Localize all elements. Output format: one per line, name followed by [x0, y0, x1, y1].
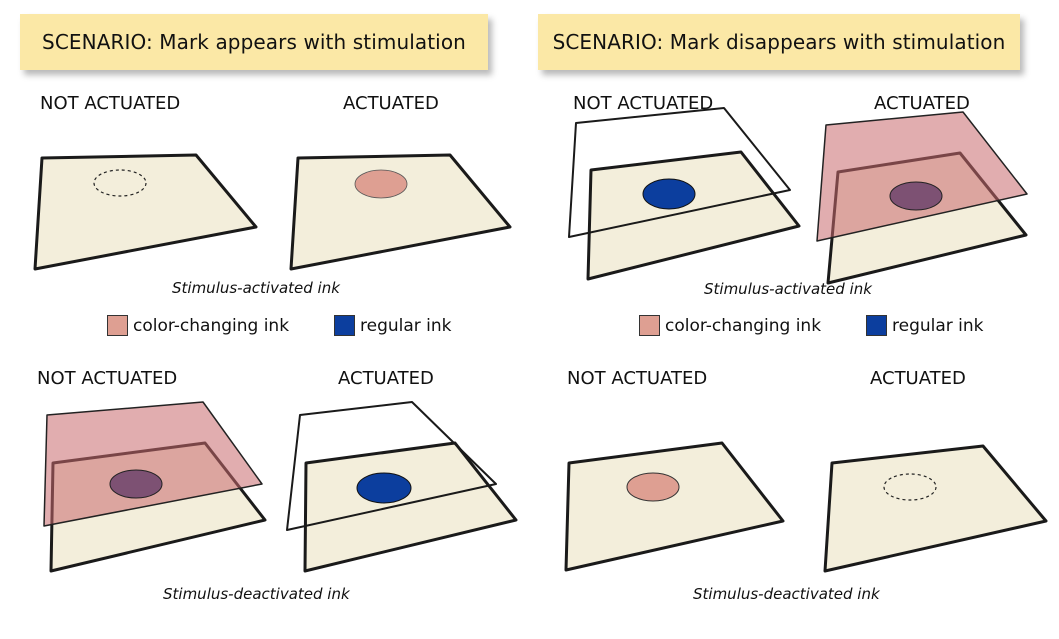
panel-br-actuated: [823, 444, 1048, 573]
legend-color-changing-ink: color-changing ink: [107, 315, 289, 336]
label-actuated: ACTUATED: [874, 93, 970, 114]
blended-mark: [889, 181, 943, 211]
label-actuated: ACTUATED: [343, 93, 439, 114]
paper-sheet: [289, 153, 512, 271]
regular-ink-mark: [356, 472, 412, 504]
hidden-mark-outline: [883, 473, 937, 501]
legend-regular-ink: regular ink: [334, 315, 452, 336]
panel-bl-not-actuated: [43, 401, 267, 573]
blended-mark: [109, 469, 163, 499]
scenario-banner-disappears: SCENARIO: Mark disappears with stimulati…: [538, 14, 1020, 70]
regular-ink-swatch: [334, 315, 355, 336]
panel-tl-not-actuated: [33, 153, 258, 271]
panel-tl-actuated: [289, 153, 512, 271]
hidden-mark-outline: [93, 169, 147, 197]
legend-color-changing-label: color-changing ink: [133, 315, 290, 336]
panel-bl-actuated: [286, 401, 518, 573]
legend-regular-label: regular ink: [360, 315, 452, 336]
paper-sheet: [564, 441, 785, 572]
clear-film: [568, 107, 791, 238]
label-actuated: ACTUATED: [870, 368, 966, 389]
color-changing-swatch: [107, 315, 128, 336]
clear-film: [286, 401, 497, 531]
label-not-actuated: NOT ACTUATED: [40, 93, 181, 114]
panel-tr-actuated: [816, 111, 1028, 285]
paper-sheet: [823, 444, 1048, 573]
label-actuated: ACTUATED: [338, 368, 434, 389]
label-not-actuated: NOT ACTUATED: [37, 368, 178, 389]
paper-sheet: [303, 441, 518, 573]
scenario-banner-appears: SCENARIO: Mark appears with stimulation: [20, 14, 488, 70]
color-changing-swatch: [639, 315, 660, 336]
color-changing-film: [816, 111, 1028, 242]
panel-br-not-actuated: [564, 441, 785, 572]
regular-ink-swatch: [866, 315, 887, 336]
legend-color-changing-label: color-changing ink: [665, 315, 822, 336]
legend-regular-label: regular ink: [892, 315, 984, 336]
caption-stimulus-deactivated: Stimulus-deactivated ink: [693, 585, 880, 603]
paper-sheet: [586, 150, 801, 281]
label-not-actuated: NOT ACTUATED: [567, 368, 708, 389]
legend-color-changing-ink: color-changing ink: [639, 315, 821, 336]
color-changing-mark: [626, 472, 680, 502]
caption-stimulus-activated: Stimulus-activated ink: [172, 279, 340, 297]
paper-sheet: [33, 153, 258, 271]
caption-stimulus-activated: Stimulus-activated ink: [704, 280, 872, 298]
caption-stimulus-deactivated: Stimulus-deactivated ink: [163, 585, 350, 603]
regular-ink-mark: [642, 178, 696, 210]
color-changing-film: [43, 401, 263, 527]
panel-tr-not-actuated: [568, 107, 801, 281]
label-not-actuated: NOT ACTUATED: [573, 93, 714, 114]
legend-regular-ink: regular ink: [866, 315, 984, 336]
color-changing-mark: [354, 169, 408, 199]
